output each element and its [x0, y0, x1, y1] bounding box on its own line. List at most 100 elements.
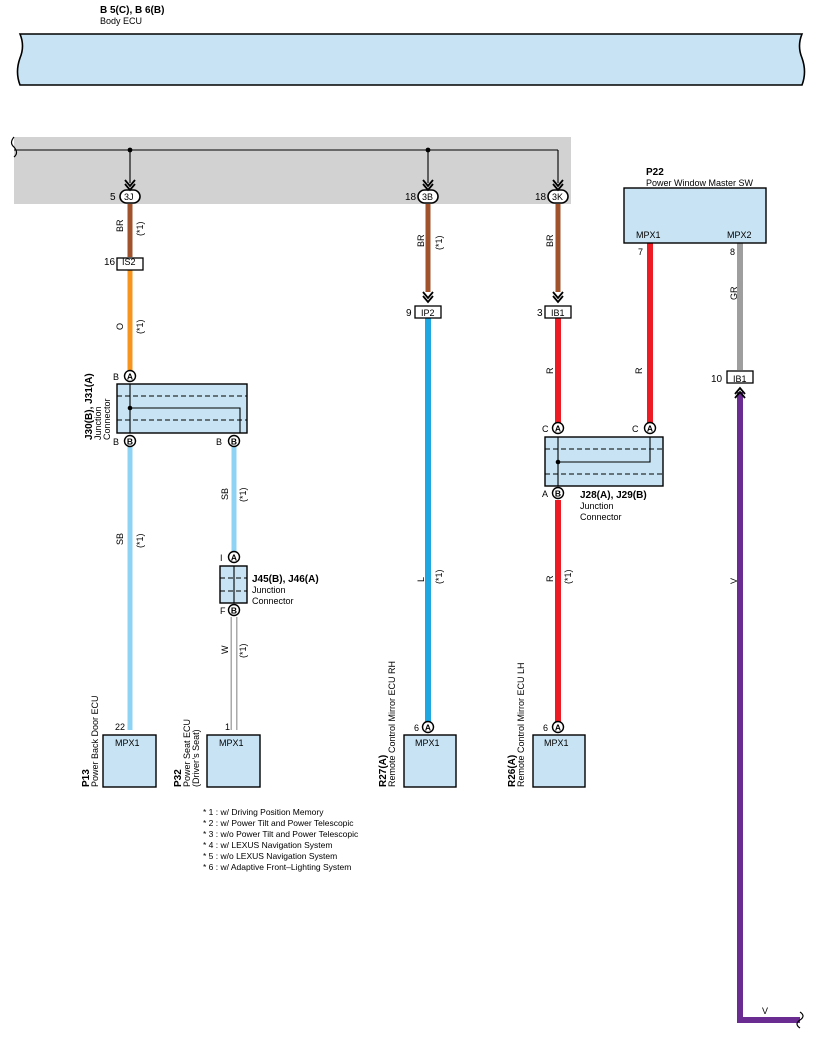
j28-pin-c-right: C [632, 424, 639, 434]
pin-letter: B [555, 489, 561, 499]
j28-codes: J28(A), J29(B) [580, 490, 647, 501]
pin-circle-a [551, 421, 565, 435]
wire-v-break-mark [796, 1011, 804, 1029]
wire-color-v-2: V [762, 1006, 768, 1016]
inline-connector-id-ib1: IB1 [551, 308, 565, 318]
ecu-pin: 22 [115, 722, 125, 732]
j28-line2: Connector [580, 512, 622, 522]
ecu-pin: 6 [414, 723, 419, 733]
note-2: * 2 : w/ Power Tilt and Power Telescopic [203, 818, 354, 828]
power-window-master-sw [623, 187, 767, 244]
wire-color-br-2: BR [416, 234, 426, 247]
up-arrow-icon [734, 390, 746, 399]
wire-color-br: BR [115, 219, 125, 232]
wire-note: (*1) [135, 319, 145, 334]
note-1: * 1 : w/ Driving Position Memory [203, 807, 324, 817]
pwm-sw-name: Power Window Master SW [646, 178, 754, 188]
pin-letter: A [647, 424, 653, 434]
j30-pin-b-top: B [113, 372, 119, 382]
wire-color-sb-2: SB [220, 488, 230, 500]
ecu-box [206, 734, 261, 788]
j28-pin-a: A [542, 489, 548, 499]
top-connector-pin-3: 18 [535, 192, 547, 203]
top-connector-id-1: 3J [124, 192, 134, 202]
j30-line2: Connector [102, 398, 112, 440]
inline-connector-pin-ib1: 3 [537, 308, 543, 319]
inline-box-ib1 [544, 305, 572, 319]
inline-connector-id-is2: IS2 [122, 257, 136, 267]
ecu-terminal: MPX1 [544, 738, 569, 748]
wire-color-r-2: R [545, 575, 555, 582]
body-ecu-code: B 5(C), B 6(B) [100, 5, 164, 16]
pin-letter: A [127, 372, 133, 382]
down-arrow-icon [422, 183, 434, 192]
down-arrow-icon [552, 295, 564, 304]
top-connector-pin-2: 18 [405, 192, 417, 203]
wire-v [737, 392, 800, 1023]
j28-pin-c-left: C [542, 424, 549, 434]
wire-color-br-3: BR [545, 234, 555, 247]
wire-note: (*1) [238, 487, 248, 502]
note-6: * 6 : w/ Adaptive Front–Lighting System [203, 862, 351, 872]
ecu-name-2: (Driver’s Seat) [191, 729, 201, 787]
wire-color-w: W [220, 645, 230, 654]
down-arrow-icon [422, 291, 434, 300]
ecu-code: P13 [81, 769, 92, 787]
down-arrow-icon [552, 183, 564, 192]
wire-note: (*1) [135, 221, 145, 236]
j30-pin-b-right: B [216, 437, 222, 447]
inline-connector-id-ip2: IP2 [421, 308, 435, 318]
wire-note: (*1) [135, 533, 145, 548]
body-ecu-name: Body ECU [100, 16, 142, 26]
j28-line1: Junction [580, 501, 614, 511]
pin-circle-b [227, 603, 241, 617]
inline-connector-id-ib1-2: IB1 [733, 374, 747, 384]
j45-line2: Connector [252, 596, 294, 606]
ecu-name: Remote Control Mirror ECU RH [387, 661, 397, 787]
pin-letter: A [425, 723, 431, 733]
j45-pin-i: I [220, 553, 223, 563]
internal-drops [129, 150, 559, 183]
wire-note: (*1) [434, 569, 444, 584]
down-arrow-icon [124, 183, 136, 192]
top-connector-pin-1: 5 [110, 192, 116, 203]
ecu-pin: 6 [543, 723, 548, 733]
pin-circle-a [227, 550, 241, 564]
ecu-code: R27(A) [378, 755, 389, 787]
wires [127, 204, 804, 1029]
ecu-name: Power Back Door ECU [90, 695, 100, 787]
wire-color-sb: SB [115, 533, 125, 545]
pwm-sw-pin-7: 7 [638, 247, 643, 257]
j30-pin-b-left: B [113, 437, 119, 447]
notes-block: * 1 : w/ Driving Position Memory * 2 : w… [203, 807, 359, 872]
pwm-sw-terminal-mpx2: MPX2 [727, 230, 752, 240]
pwm-sw-terminal-mpx1: MPX1 [636, 230, 661, 240]
wire-color-v: V [729, 578, 739, 584]
j45-codes: J45(B), J46(A) [252, 574, 319, 585]
pin-circle-a [421, 720, 435, 734]
down-arrow-icon [422, 295, 434, 304]
wire-color-o: O [115, 323, 125, 330]
down-arrow-icon [422, 179, 434, 188]
pin-circle-a [123, 369, 137, 383]
pin-letter: A [555, 424, 561, 434]
pin-circle-b [123, 434, 137, 448]
inline-box-ib1-2 [726, 370, 754, 384]
j45-line1: Junction [252, 585, 286, 595]
inline-connector-pin-ib1-2: 10 [711, 374, 723, 385]
pin-circle-a [643, 421, 657, 435]
j45-pin-f: F [220, 606, 226, 616]
pin-letter: B [231, 437, 237, 447]
wire-note: (*1) [434, 235, 444, 250]
wire-color-r: R [545, 367, 555, 374]
ecu-r26: 6 MPX1 R26(A) Remote Control Mirror ECU … [507, 662, 586, 788]
note-4: * 4 : w/ LEXUS Navigation System [203, 840, 332, 850]
inline-connector-pin-ip2: 9 [406, 308, 412, 319]
ecu-p13: 22 MPX1 P13 Power Back Door ECU [81, 695, 157, 788]
pwm-sw-pin-8: 8 [730, 247, 735, 257]
ecu-name: Remote Control Mirror ECU LH [516, 662, 526, 787]
down-arrow-icon [552, 291, 564, 300]
ecu-code: P32 [173, 769, 184, 787]
ecu-code: R26(A) [507, 755, 518, 787]
note-3: * 3 : w/o Power Tilt and Power Telescopi… [203, 829, 359, 839]
